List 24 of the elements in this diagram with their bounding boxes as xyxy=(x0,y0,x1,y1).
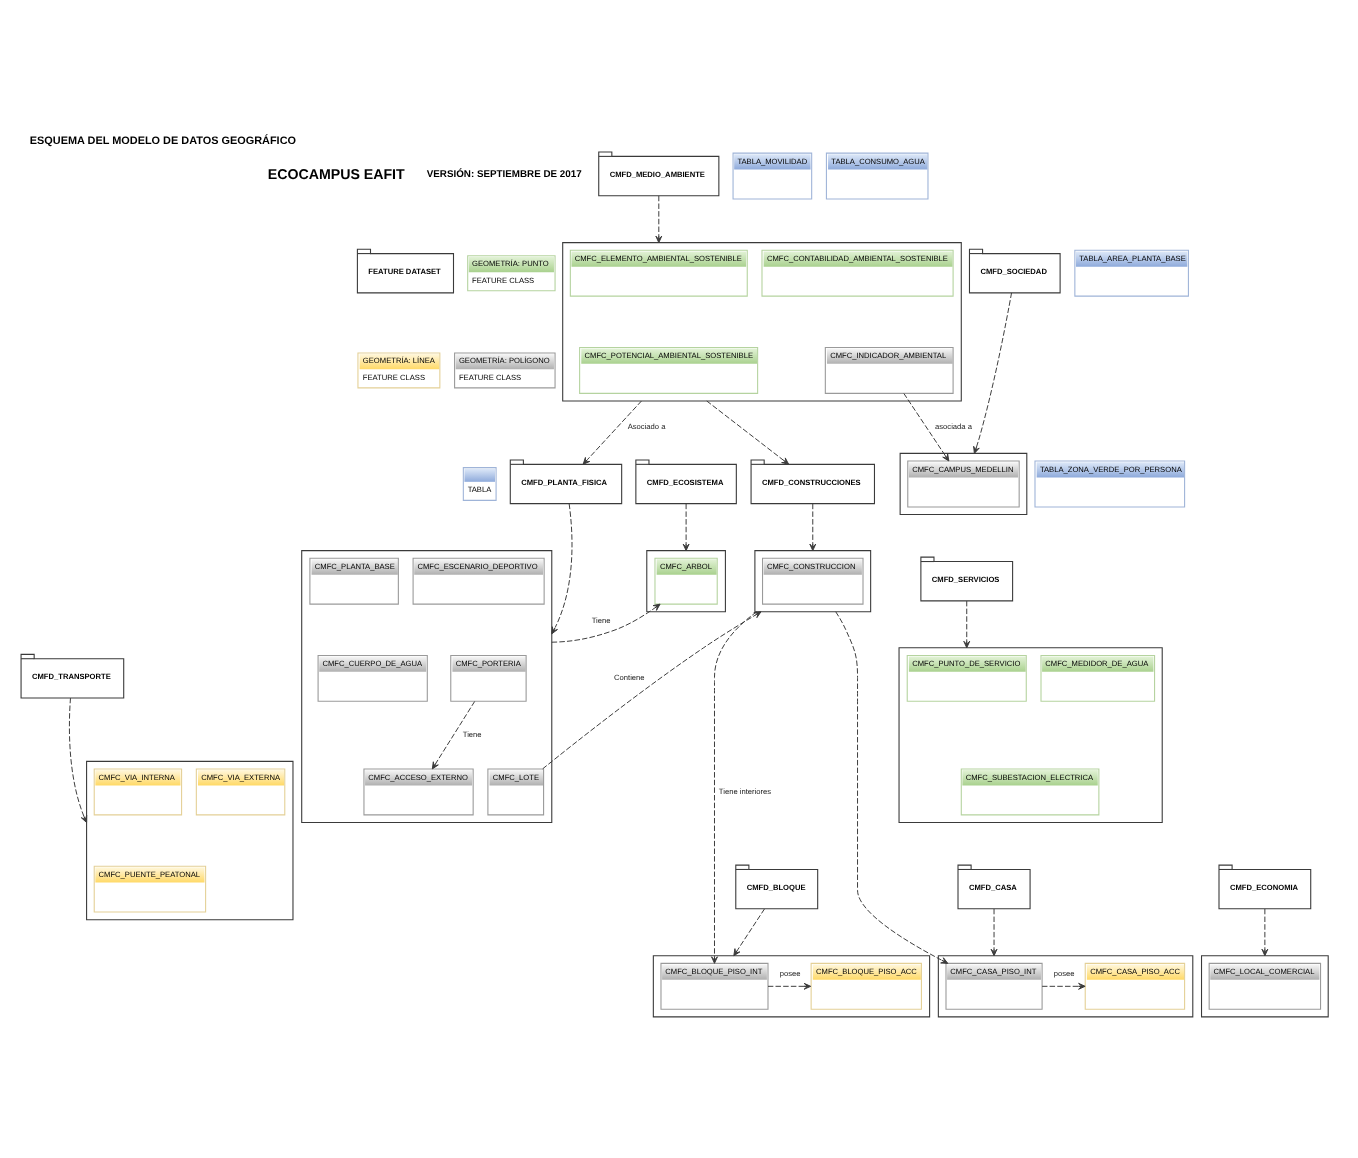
arrow xyxy=(1261,908,1269,957)
arrow xyxy=(68,697,88,823)
arrow xyxy=(903,393,950,462)
arrow xyxy=(973,292,1013,454)
arrow xyxy=(706,400,790,465)
arrow xyxy=(767,982,812,990)
arrow xyxy=(431,701,476,770)
cluster xyxy=(562,242,962,402)
arrow xyxy=(551,503,573,635)
arrow xyxy=(963,600,971,649)
arrow xyxy=(990,908,998,957)
cluster xyxy=(898,647,1163,824)
cluster xyxy=(86,760,294,921)
arrow xyxy=(542,611,762,770)
arrow xyxy=(711,611,758,964)
arrow xyxy=(655,195,663,244)
arrow xyxy=(682,503,690,552)
arrow xyxy=(835,611,949,964)
arrow xyxy=(582,400,642,465)
arrow xyxy=(733,908,765,957)
cluster xyxy=(301,550,553,824)
arrow xyxy=(1041,982,1086,990)
arrow xyxy=(551,603,661,643)
arrow xyxy=(809,503,817,552)
